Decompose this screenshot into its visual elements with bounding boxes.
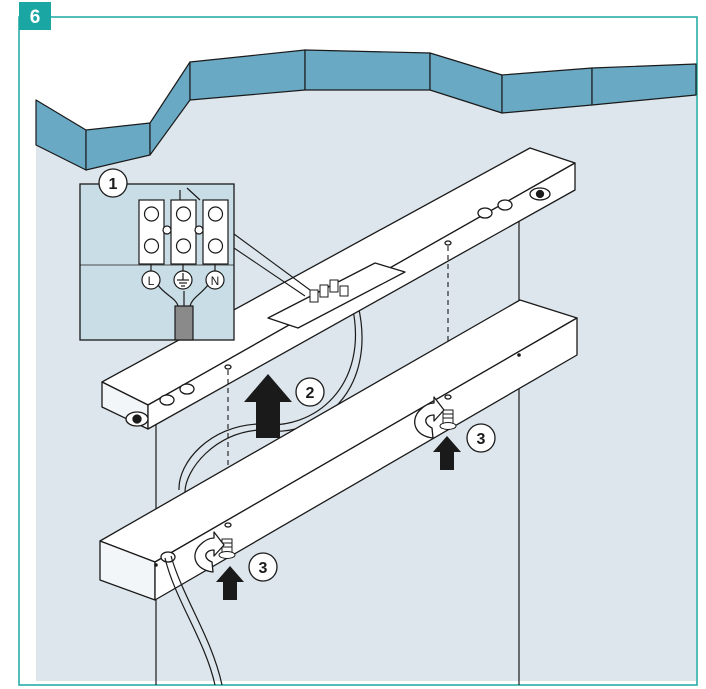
terminal-neutral-circle (205, 270, 225, 290)
wiring-inset: L N 1 (79, 168, 235, 341)
terminal-live-circle (141, 270, 161, 290)
push-up-arrow-icon-left (216, 566, 244, 600)
callout-screw-right-circle (466, 423, 496, 453)
screw-right (439, 409, 457, 430)
rotate-arrow-icon-left (194, 531, 225, 573)
push-up-arrow-icon-right (433, 436, 461, 470)
terminal-live-label: L (148, 274, 155, 288)
screw-left (218, 538, 236, 559)
lift-arrow-icon (244, 374, 292, 438)
callout-lift: 2 (306, 385, 315, 402)
luminaire-housing (99, 299, 578, 601)
earth-symbol-icon (177, 273, 189, 287)
alignment-lines (227, 246, 449, 470)
callout-screw-left: 3 (259, 560, 268, 577)
terminal-neutral-label: N (211, 274, 220, 288)
callout-lift-circle (295, 377, 325, 407)
ceiling-mount-plate (101, 147, 576, 430)
inset-leader-lines (233, 233, 311, 297)
callout-screw-left-circle (248, 552, 278, 582)
terminal-block (138, 199, 229, 265)
cable-sheath (174, 305, 194, 341)
terminal-block-small (309, 279, 349, 303)
callout-screw-right: 3 (477, 431, 486, 448)
callout-wiring-circle (98, 168, 128, 198)
step-number: 6 (30, 7, 41, 28)
callout-wiring: 1 (109, 176, 118, 193)
diagram-frame (18, 16, 698, 686)
ceiling-strip (35, 49, 697, 171)
mains-cable-front (164, 557, 216, 686)
step-badge (19, 2, 51, 30)
rotate-arrow-icon-right (414, 396, 445, 439)
terminal-window (267, 262, 406, 329)
